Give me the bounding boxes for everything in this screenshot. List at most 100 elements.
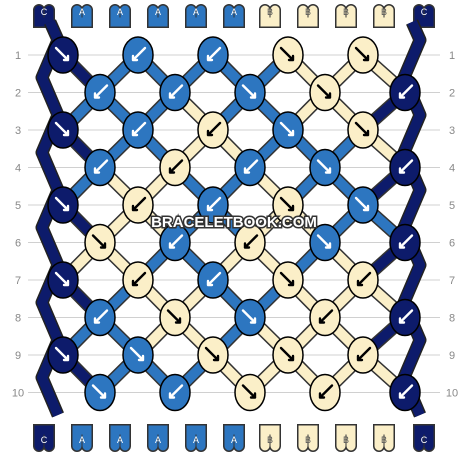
knot[interactable] [159,148,191,187]
row-number-left: 7 [15,275,21,287]
strand-stub-top [336,5,356,27]
knot[interactable] [84,373,116,412]
row-number-right: 2 [449,88,455,100]
knot[interactable] [347,111,379,149]
knot[interactable] [309,373,341,412]
knot[interactable] [159,373,191,412]
row-number-left: 9 [15,350,21,362]
knot[interactable] [272,111,304,149]
knot[interactable] [84,73,116,112]
knot[interactable] [389,223,421,262]
knot[interactable] [234,298,266,337]
knot[interactable] [309,298,341,337]
knot[interactable] [122,186,154,224]
knot[interactable] [84,148,116,187]
backward-knot-arrow-icon [356,271,372,287]
knot[interactable] [272,336,304,374]
row-number-right: 7 [449,275,455,287]
backward-knot-arrow-icon [131,46,147,62]
forward-knot-arrow-icon [279,196,295,212]
knot[interactable] [122,36,154,74]
forward-knot-arrow-icon [54,46,70,62]
knot[interactable] [389,148,421,187]
strand-stub-bottom [414,425,434,451]
backward-knot-arrow-icon [93,159,109,174]
strand-stub-top [414,5,434,27]
strand-label-bottom: B [343,435,349,445]
knot[interactable] [159,73,191,112]
knot[interactable] [197,186,229,224]
strand-stub-bottom [34,425,54,451]
knot[interactable] [347,186,379,224]
knot[interactable] [309,223,341,262]
forward-knot-arrow-icon [54,346,70,362]
knot[interactable] [47,186,79,224]
knot[interactable] [347,336,379,374]
backward-knot-arrow-icon [356,346,372,362]
knot[interactable] [84,298,116,337]
knot[interactable] [272,261,304,299]
edge-strand-right [399,19,425,417]
knot[interactable] [122,261,154,299]
backward-knot-arrow-icon [398,159,414,174]
backward-knot-arrow-icon [243,159,259,174]
knot[interactable] [84,223,116,262]
knot[interactable] [234,373,266,412]
knot[interactable] [234,223,266,262]
knot[interactable] [272,186,304,224]
knot[interactable] [47,336,79,374]
row-number-right: 10 [446,388,458,400]
knot[interactable] [159,298,191,337]
backward-knot-arrow-icon [243,234,259,249]
knot[interactable] [47,36,79,74]
knot[interactable] [234,148,266,187]
watermark: BRACELETBOOK.COM [151,214,317,231]
knot[interactable] [347,36,379,74]
forward-knot-arrow-icon [279,271,295,287]
knot[interactable] [309,73,341,112]
knot[interactable] [309,148,341,187]
knot[interactable] [122,336,154,374]
knot[interactable] [347,261,379,299]
row-number-left: 8 [15,313,21,325]
row-number-left: 6 [15,238,21,250]
backward-knot-arrow-icon [398,384,414,399]
strand-label-bottom: A [193,435,199,445]
strand-label-bottom: B [267,435,273,445]
strand-label-top: B [267,7,273,17]
forward-knot-arrow-icon [91,234,107,249]
knot[interactable] [159,223,191,262]
forward-knot-arrow-icon [204,346,220,362]
forward-knot-arrow-icon [91,384,107,399]
strand-label-bottom: B [381,435,387,445]
row-number-right: 9 [449,350,455,362]
knot[interactable] [47,111,79,149]
row-number-left: 10 [12,388,24,400]
strand-stub-bottom [148,425,168,451]
knot[interactable] [272,36,304,74]
forward-knot-arrow-icon [241,384,257,399]
row-number-left: 4 [15,163,21,175]
knot[interactable] [389,298,421,337]
knot[interactable] [389,373,421,412]
backward-knot-arrow-icon [206,121,222,137]
strand-stub-top [374,5,394,27]
knot[interactable] [197,261,229,299]
knot[interactable] [234,73,266,112]
knot[interactable] [389,73,421,112]
knot[interactable] [197,111,229,149]
strand-stub-top [34,5,54,27]
forward-knot-arrow-icon [54,121,70,137]
forward-knot-arrow-icon [354,196,370,212]
backward-knot-arrow-icon [131,271,147,287]
strand-label-bottom: C [421,435,428,445]
knot[interactable] [47,261,79,299]
knot[interactable] [197,336,229,374]
forward-knot-arrow-icon [279,121,295,137]
knot[interactable] [122,111,154,149]
knot[interactable] [197,36,229,74]
strand-stub-top [298,5,318,27]
backward-knot-arrow-icon [93,309,109,324]
backward-knot-arrow-icon [93,84,109,99]
forward-knot-arrow-icon [241,84,257,99]
